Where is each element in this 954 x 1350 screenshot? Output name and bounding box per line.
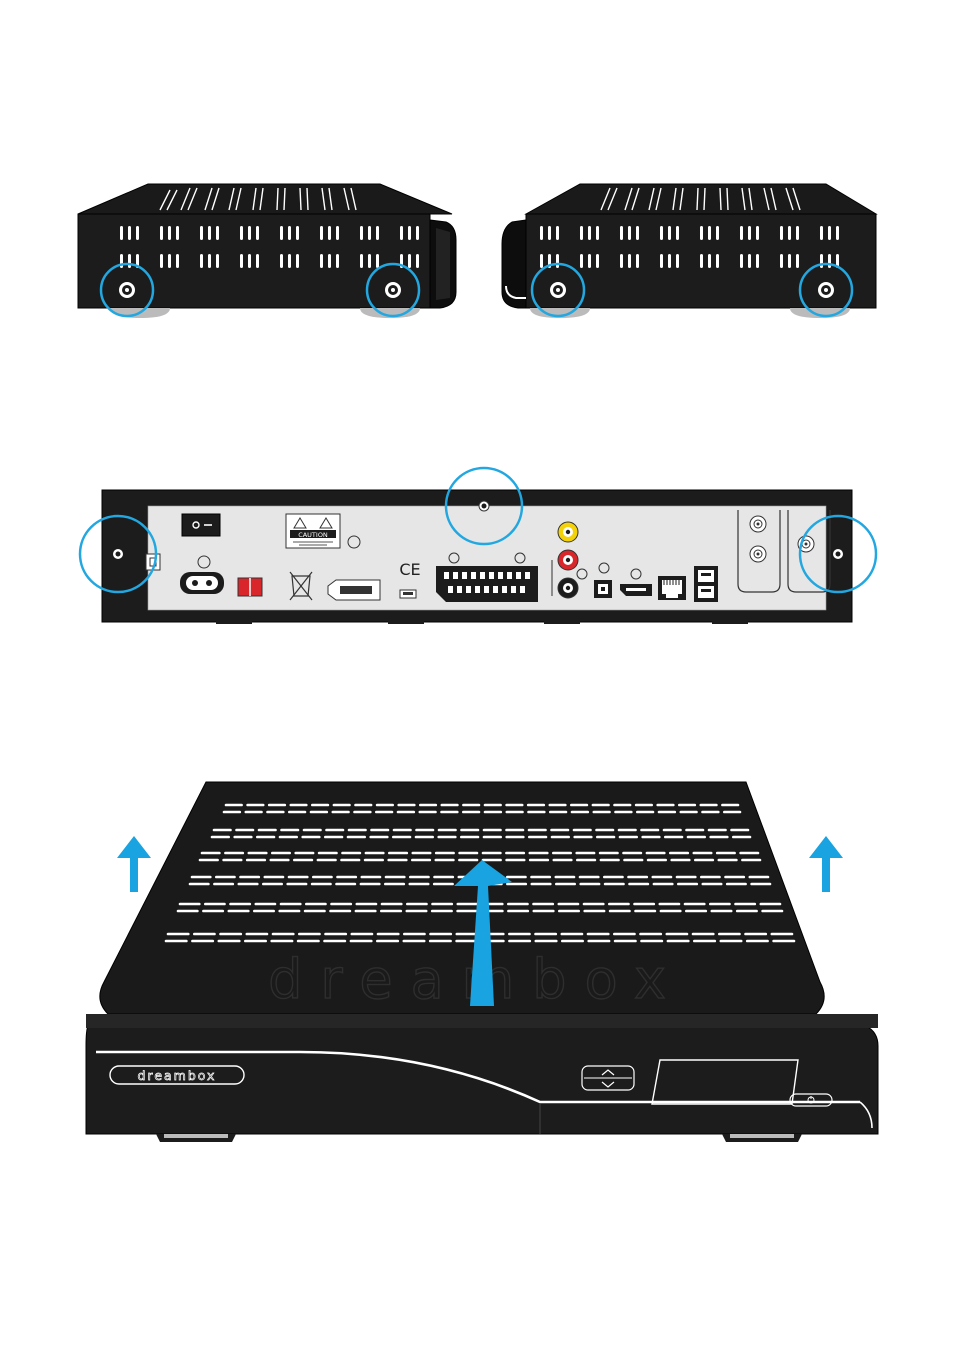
- screw-icon: [479, 501, 489, 511]
- power-connector-icon: [180, 572, 224, 594]
- rca-red-icon: [558, 550, 578, 570]
- lift-arrow-icon: [809, 836, 843, 892]
- power-switch-icon: [182, 514, 220, 536]
- screw-icon: [385, 282, 401, 298]
- red-terminal-icon: [238, 578, 262, 596]
- foot: [712, 620, 748, 624]
- hdmi-port-icon: [620, 584, 652, 596]
- screw-icon: [113, 549, 123, 559]
- lift-arrow-icon: [117, 836, 151, 892]
- screw-icon: [833, 549, 843, 559]
- rear-panel-view: CAUTION CE: [80, 468, 876, 624]
- optical-port-icon: [594, 580, 612, 598]
- rca-yellow-icon: [558, 522, 578, 542]
- caution-text: CAUTION: [298, 531, 328, 539]
- side-view-left: [78, 184, 456, 318]
- caution-label: CAUTION: [286, 514, 340, 548]
- esata-port-icon: [328, 580, 380, 600]
- ce-mark: CE: [399, 560, 420, 579]
- brand-logo-text: dreambox: [138, 1068, 217, 1083]
- perspective-view: dreambox dreambox: [86, 782, 878, 1142]
- rca-white-icon: [558, 578, 578, 598]
- foot: [388, 620, 424, 624]
- side-view-right: [502, 184, 876, 318]
- screw-icon: [119, 282, 135, 298]
- ethernet-port-icon: [658, 576, 686, 600]
- foot: [216, 620, 252, 624]
- screw-icon: [550, 282, 566, 298]
- usb-ports-icon: [694, 566, 718, 602]
- weee-bin-icon: [290, 572, 312, 600]
- mini-usb-port-icon: [400, 590, 416, 598]
- screw-icon: [818, 282, 834, 298]
- foot: [544, 620, 580, 624]
